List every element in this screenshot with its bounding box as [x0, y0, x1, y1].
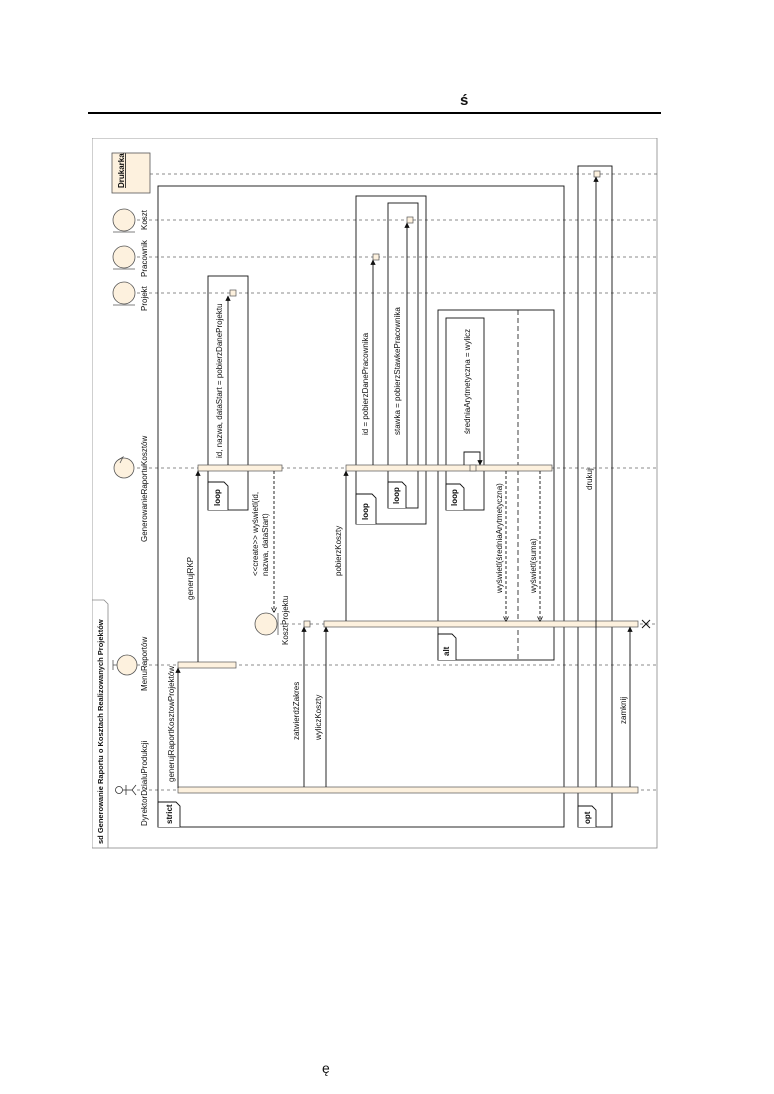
participant-generator: GenerowanieRaportuKosztów: [113, 435, 149, 542]
activation-koszt-projektu: [303, 620, 311, 628]
participant-actor: DyrektorDzialuProdukcji: [115, 740, 149, 826]
participant-projekt: Projekt: [112, 281, 149, 311]
activation-koszt-projektu-2: [323, 620, 639, 628]
diagram-frame: [92, 138, 658, 849]
sequence-diagram: sd Generowanie Raportu o Kosztach Realiz…: [92, 138, 658, 849]
control-icon: [113, 457, 135, 479]
entity-icon: [112, 208, 136, 232]
svg-text:MenuRaportów: MenuRaportów: [140, 637, 149, 691]
entity-icon: [112, 281, 136, 305]
fragment-strict: strict: [157, 185, 565, 828]
label-zatwierdz-zakres: zatwierdźZakres: [292, 682, 301, 740]
entity-icon: [112, 245, 136, 269]
activation-pracownik: [372, 253, 380, 261]
diagram-title: sd Generowanie Raportu o Kosztach Realiz…: [96, 619, 105, 844]
svg-text:Drukarka: Drukarka: [117, 153, 126, 188]
label-wylicz-koszty: wyliczKoszty: [314, 695, 323, 741]
label-wyswietl-line2: nazwa, dataStart): [261, 513, 270, 576]
participant-koszt-projektu: KosztProjektu: [254, 596, 290, 645]
label-generuj-rkp: generujRKP: [186, 557, 195, 600]
fragment-loop-projekt: loop: [207, 275, 249, 511]
svg-text:Pracownik: Pracownik: [140, 239, 149, 277]
diagram-frame-title-tab: [92, 599, 109, 848]
fragment-loop-koszt: loop: [387, 202, 419, 509]
entity-icon: [254, 612, 278, 636]
activation-actor: [177, 786, 639, 794]
label-drukuj: drukuj: [585, 468, 594, 490]
svg-text:DyrektorDzialuProdukcji: DyrektorDzialuProdukcji: [140, 740, 149, 826]
label-pobierz-koszty: pobierzKoszty: [334, 526, 343, 576]
svg-text:strict: strict: [165, 804, 174, 824]
label-wyswietl-suma: wyświetl(suma): [529, 538, 538, 594]
svg-text:loop: loop: [361, 503, 370, 520]
label-srednia: średniaArytmetyczna = wylicz: [463, 329, 472, 434]
boundary-icon: [116, 654, 138, 676]
label-generuj-raport: generujRaportKosztowProjektów: [167, 666, 176, 782]
page-footer-char: ę: [322, 1060, 330, 1076]
participant-drukarka: Drukarka: [111, 152, 151, 194]
messages: [175, 176, 633, 788]
label-pobierz-stawke: stawka = pobierzStawkePracownika: [393, 307, 402, 435]
fragment-loop-pracownik: loop: [355, 195, 427, 525]
destroy-mark: [641, 619, 651, 629]
participant-koszt: Koszt: [112, 208, 149, 233]
svg-text:GenerowanieRaportuKosztów: GenerowanieRaportuKosztów: [140, 435, 149, 542]
svg-text:alt: alt: [442, 646, 451, 656]
activation-generator-2: [345, 464, 553, 472]
svg-text:Projekt: Projekt: [140, 285, 149, 311]
participant-pracownik: Pracownik: [112, 239, 149, 277]
actor-icon: [115, 786, 123, 794]
svg-text:loop: loop: [213, 489, 222, 506]
label-wyswietl-srednia: wyświetl(średniaArytmetyczna): [495, 483, 504, 594]
label-pobierz-dane-projektu: id, nazwa, dataStart = pobierzDaneProjek…: [215, 303, 224, 458]
label-pobierz-dane-pracownika: id = pobierzDanePracownika: [361, 332, 370, 435]
svg-text:loop: loop: [450, 489, 459, 506]
svg-text:opt: opt: [583, 811, 592, 824]
label-wyswietl-line1: <<create>> wyświetl(id,: [251, 492, 260, 576]
svg-text:KosztProjektu: KosztProjektu: [281, 596, 290, 645]
activation-srednia: [469, 464, 477, 472]
activation-generator-1: [197, 464, 283, 472]
activation-drukarka: [593, 170, 601, 178]
activation-projekt: [229, 289, 237, 297]
fragment-loop-srednia: loop: [445, 317, 485, 511]
activations: [177, 170, 639, 794]
fragment-alt: alt: [437, 309, 555, 661]
svg-text:Koszt: Koszt: [140, 209, 149, 230]
page-header-char: ś: [460, 92, 469, 109]
activation-koszt: [406, 216, 414, 224]
fragment-opt: opt: [577, 165, 613, 828]
svg-text:loop: loop: [392, 487, 401, 504]
msg-srednia-self: [463, 451, 483, 466]
header-rule: [88, 112, 661, 114]
label-zamknij: zamknij: [619, 697, 628, 724]
activation-menu: [177, 661, 237, 669]
